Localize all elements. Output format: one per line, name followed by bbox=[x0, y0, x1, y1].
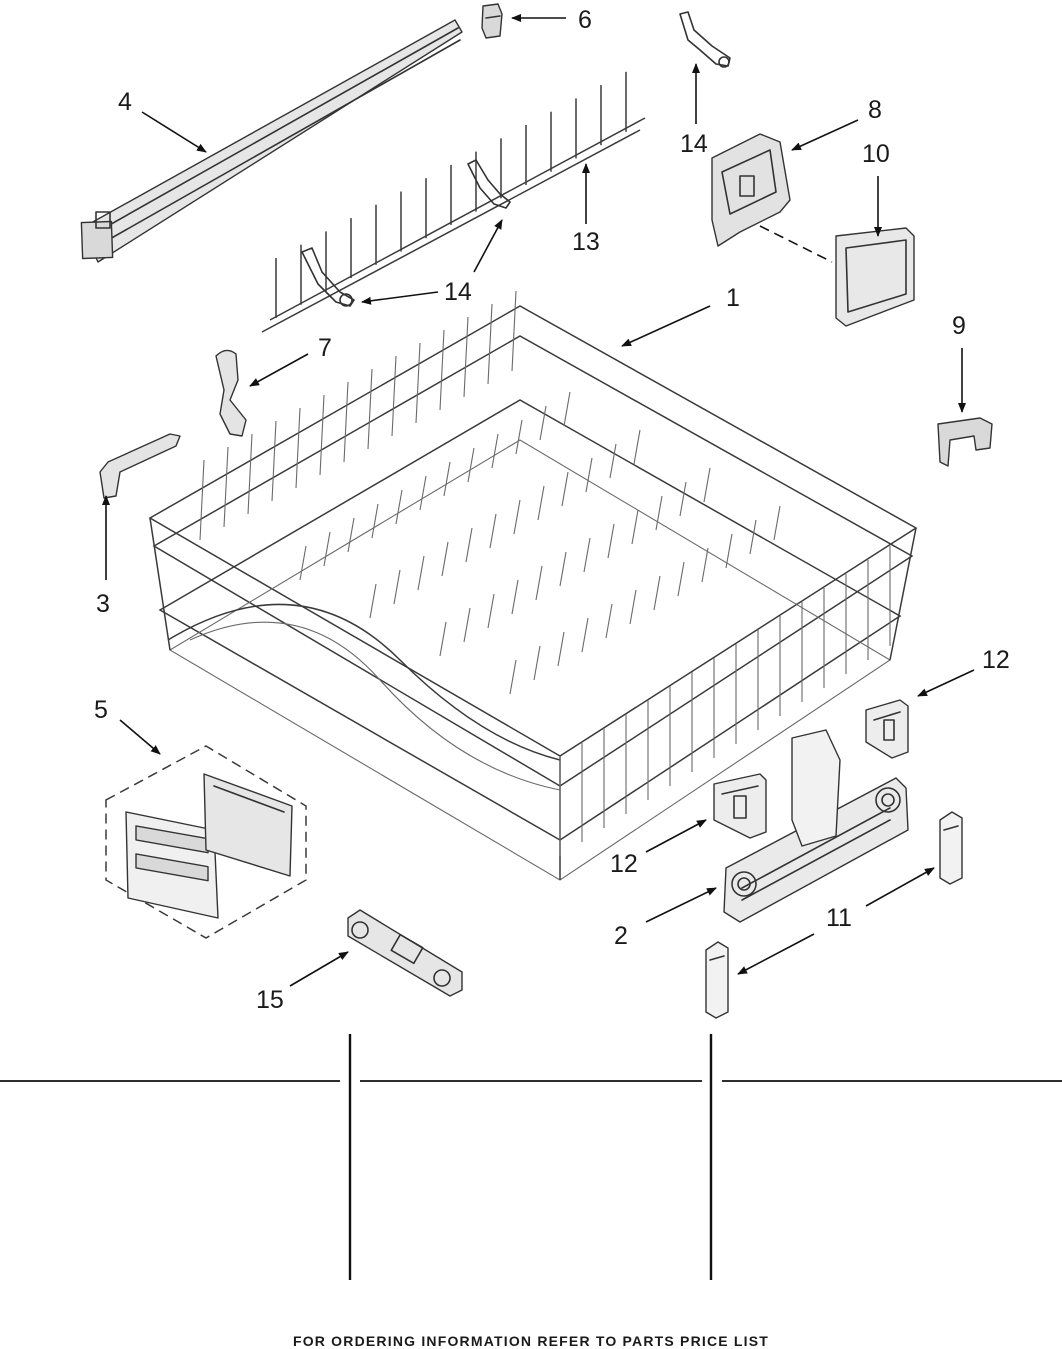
leader-lines bbox=[102, 14, 975, 987]
callout-11: 11 bbox=[826, 904, 852, 932]
tine-clip-part-14-mid bbox=[301, 159, 511, 307]
rack-adjuster-housing-part-8 bbox=[711, 133, 791, 247]
leader-14c bbox=[473, 219, 503, 273]
callout-numbers: 1 2 3 4 5 6 7 8 9 10 11 12 12 13 14 14 1… bbox=[94, 6, 1010, 1014]
callout-5: 5 bbox=[94, 696, 108, 724]
footer-note: FOR ORDERING INFORMATION REFER TO PARTS … bbox=[292, 1333, 770, 1349]
callout-14-top: 14 bbox=[680, 130, 708, 158]
tine-clip-part-14-top bbox=[679, 11, 731, 68]
cover-part-10 bbox=[759, 225, 915, 327]
leader-12b bbox=[645, 819, 707, 853]
tine-row-part-13 bbox=[261, 71, 646, 333]
leader-11b bbox=[737, 933, 815, 975]
callout-7: 7 bbox=[318, 334, 332, 362]
callout-8: 8 bbox=[868, 96, 882, 124]
dishrack-basket-part-1 bbox=[148, 290, 918, 881]
leader-2 bbox=[645, 887, 717, 923]
leader-11a bbox=[865, 867, 935, 907]
leader-4 bbox=[141, 111, 207, 153]
wheel-retainer-part-11-left bbox=[705, 941, 729, 1019]
handle-assembly-part-5 bbox=[105, 745, 307, 939]
leader-5 bbox=[119, 719, 161, 755]
callout-6: 6 bbox=[578, 6, 592, 34]
callout-12-lower: 12 bbox=[610, 850, 638, 878]
clip-part-6 bbox=[481, 3, 503, 39]
bracket-part-9 bbox=[937, 417, 993, 467]
callout-14-mid: 14 bbox=[444, 278, 472, 306]
leader-1 bbox=[621, 305, 711, 347]
clip-part-12-upper bbox=[865, 699, 909, 759]
parts-table-frame bbox=[0, 1034, 1062, 1280]
leader-14b bbox=[361, 291, 439, 305]
rack-rail-part-4 bbox=[80, 19, 463, 263]
rack-adjuster-part-2 bbox=[723, 729, 909, 923]
lever-part-3 bbox=[99, 433, 181, 499]
latch-part-7 bbox=[215, 349, 247, 437]
callout-13: 13 bbox=[572, 228, 600, 256]
callout-9: 9 bbox=[952, 312, 966, 340]
callout-10: 10 bbox=[862, 140, 890, 168]
callout-2: 2 bbox=[614, 922, 628, 950]
wheel-retainer-part-11-right bbox=[939, 811, 963, 885]
leader-8 bbox=[791, 119, 859, 151]
callout-3: 3 bbox=[96, 590, 110, 618]
callout-4: 4 bbox=[118, 88, 132, 116]
callout-12-upper: 12 bbox=[982, 646, 1010, 674]
rail-stop-part-15 bbox=[347, 909, 463, 997]
clip-part-12-lower bbox=[713, 773, 767, 839]
leader-12a bbox=[917, 669, 975, 697]
callout-15: 15 bbox=[256, 986, 284, 1014]
leader-15 bbox=[289, 951, 349, 987]
leader-7 bbox=[249, 353, 309, 387]
callout-1: 1 bbox=[726, 284, 740, 312]
